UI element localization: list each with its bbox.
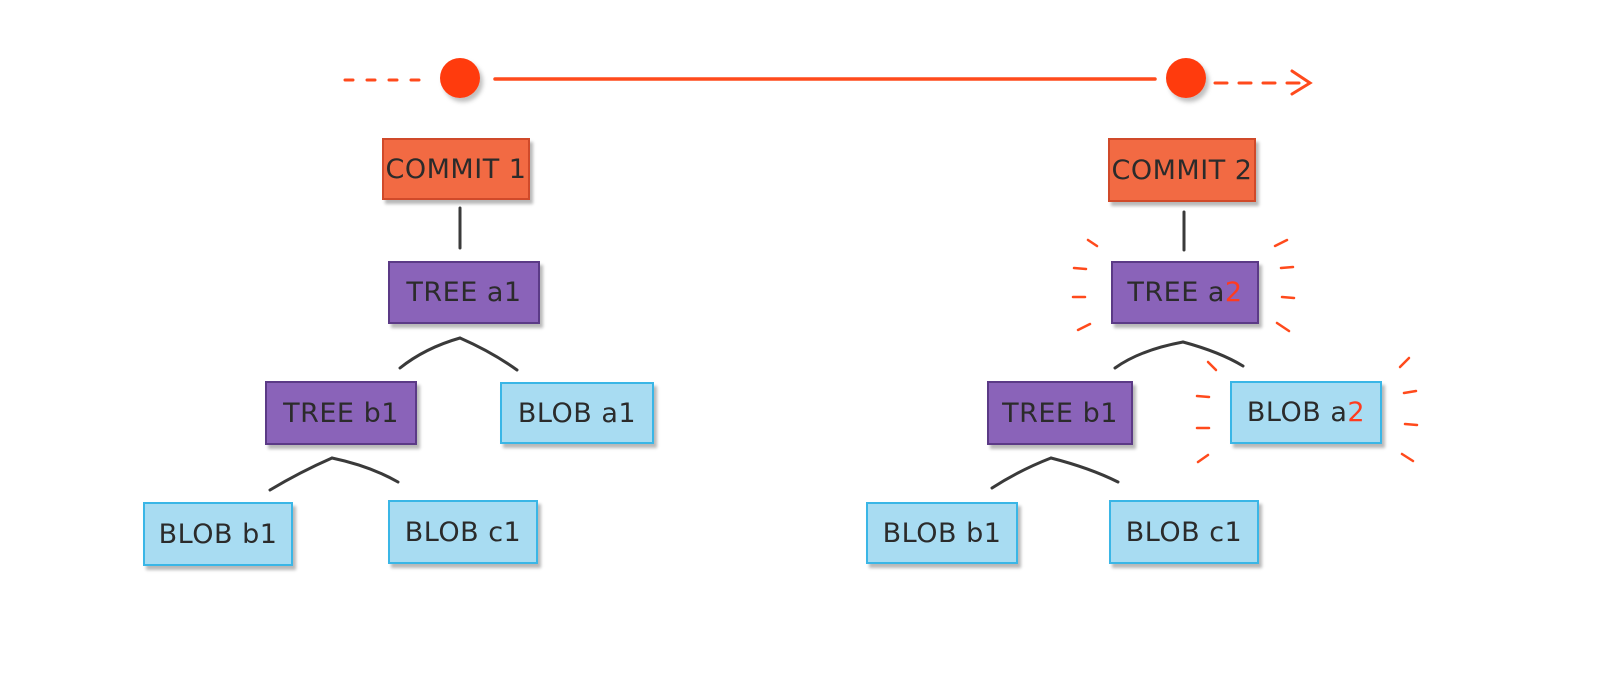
blob-b1-right-label: BLOB b1	[882, 517, 1002, 549]
blob-c1-right-label: BLOB c1	[1125, 516, 1243, 548]
tree-a1-label: TREE a1	[406, 277, 522, 308]
left-edges	[268, 206, 519, 492]
blob-a1-node[interactable]: BLOB a1	[500, 382, 654, 444]
commit-1-label: COMMIT 1	[385, 153, 527, 185]
blob-b1-label: BLOB b1	[158, 518, 278, 550]
blob-c1-label: BLOB c1	[404, 516, 522, 548]
edge-treeb1-blobb1-right	[990, 456, 1053, 490]
blob-a2-changed-digit: 2	[1347, 397, 1366, 428]
blob-c1-right-node[interactable]: BLOB c1	[1109, 500, 1259, 564]
blob-a2-label: BLOB a2	[1247, 397, 1365, 428]
tree-a1-node[interactable]: TREE a1	[388, 261, 540, 324]
blob-b1-node[interactable]: BLOB b1	[143, 502, 293, 566]
blob-b1-right-node[interactable]: BLOB b1	[866, 502, 1018, 564]
blob-c1-node[interactable]: BLOB c1	[388, 500, 538, 564]
commit-1-point[interactable]	[440, 58, 480, 98]
blob-a2-node[interactable]: BLOB a2	[1230, 381, 1382, 444]
tree-b1-label: TREE b1	[283, 397, 399, 429]
tree-a2-changed-digit: 2	[1224, 277, 1243, 308]
edge-treea2-treeb1	[1113, 340, 1185, 370]
edge-treeb1-blobc1	[330, 456, 400, 484]
blob-a2-change-marks	[1195, 356, 1419, 464]
timeline	[343, 69, 1313, 96]
tree-b1-right-node[interactable]: TREE b1	[987, 381, 1133, 445]
blob-a1-label: BLOB a1	[517, 397, 637, 429]
edge-treeb1-blobb1	[268, 456, 334, 492]
edge-treea1-treeb1	[398, 336, 462, 370]
tree-b1-node[interactable]: TREE b1	[265, 381, 417, 445]
commit-2-point[interactable]	[1166, 58, 1206, 98]
commit-1-node[interactable]: COMMIT 1	[382, 138, 530, 200]
tree-a2-label-prefix: TREE a	[1127, 277, 1225, 308]
right-edges	[990, 210, 1245, 490]
tree-a2-change-marks	[1071, 238, 1296, 333]
blob-a2-label-prefix: BLOB a	[1246, 397, 1348, 428]
tree-a2-label: TREE a2	[1127, 277, 1242, 308]
commit-2-label: COMMIT 2	[1111, 154, 1253, 186]
commit-2-node[interactable]: COMMIT 2	[1108, 138, 1256, 202]
edge-treeb1-blobc1-right	[1049, 456, 1120, 484]
timeline-arrowhead	[1290, 69, 1313, 96]
tree-b1-right-label: TREE b1	[1002, 397, 1118, 429]
edge-treea2-bloba2	[1181, 340, 1245, 368]
edge-treea1-bloba1	[458, 336, 519, 372]
tree-a2-node[interactable]: TREE a2	[1111, 261, 1259, 324]
